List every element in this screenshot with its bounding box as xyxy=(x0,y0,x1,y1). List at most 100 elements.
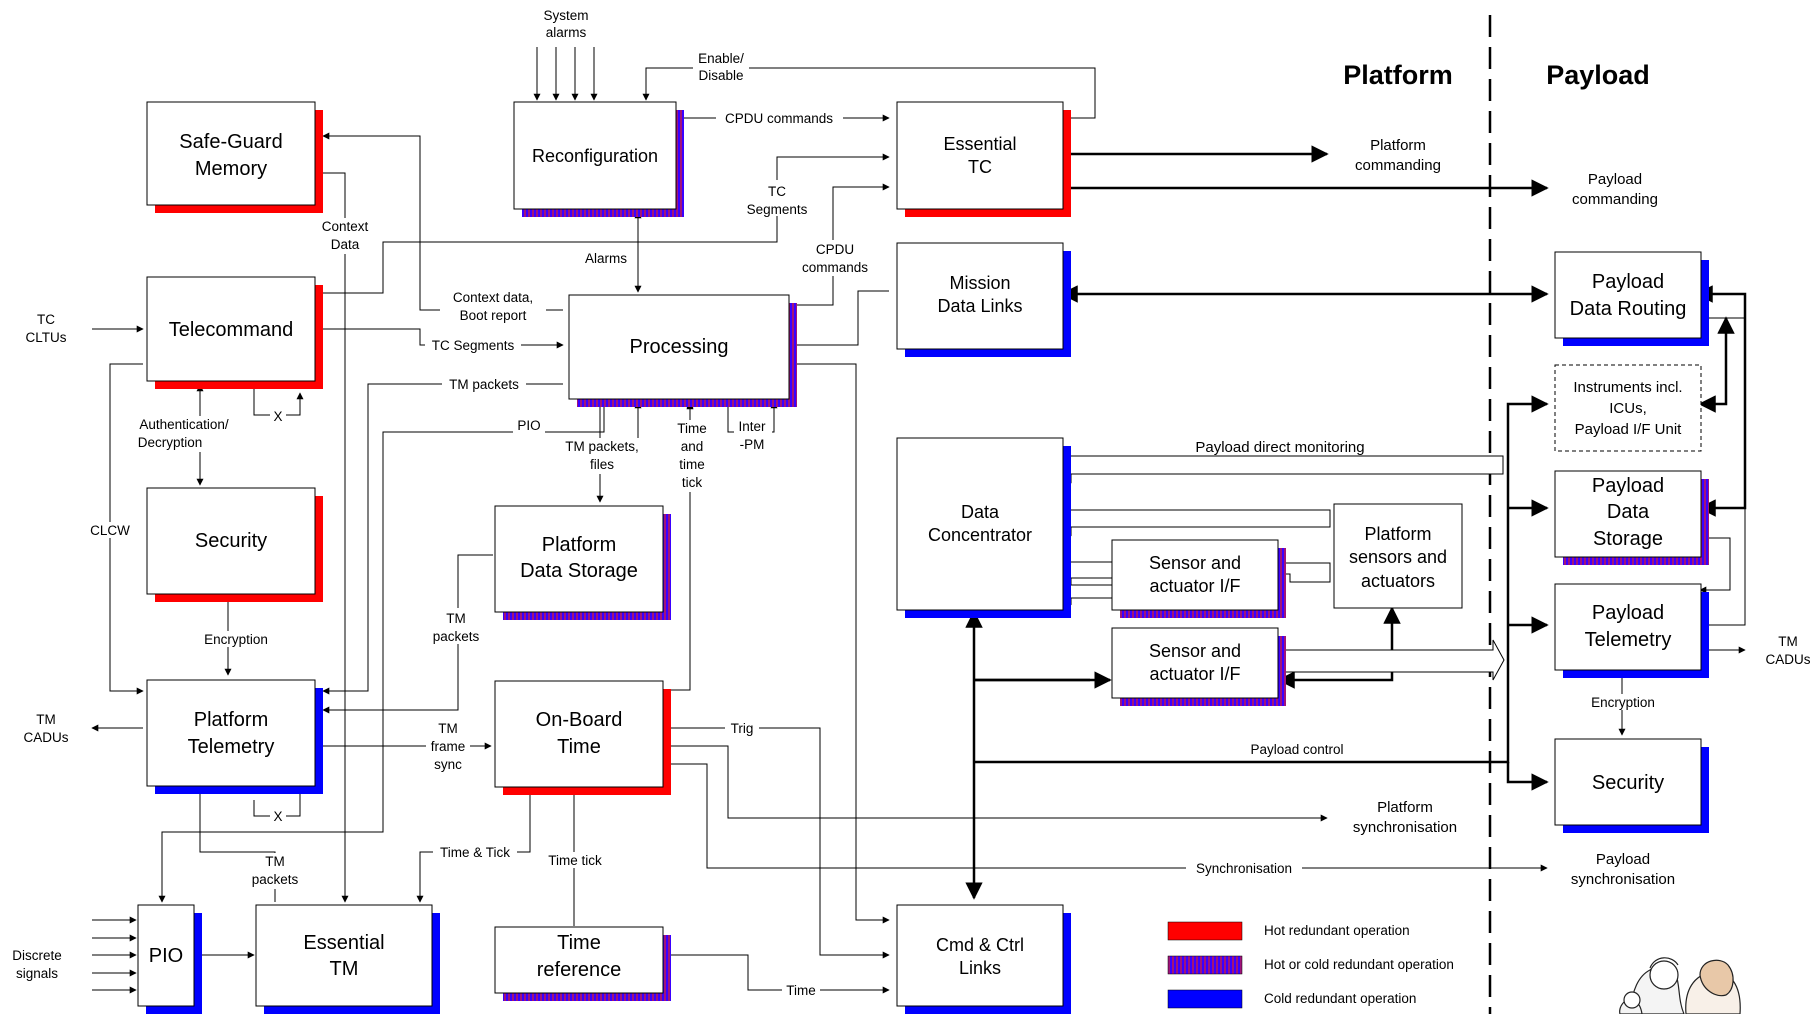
payload-data-storage-title-2: Data xyxy=(1607,501,1650,523)
label-tm-packets-files-1: TM packets, xyxy=(565,439,639,454)
label-tm-packets-bottom-2: packets xyxy=(252,872,299,887)
block-security-platform[interactable]: Security xyxy=(146,487,323,602)
block-security-payload[interactable]: Security xyxy=(1554,738,1709,833)
block-instruments[interactable]: Instruments incl. ICUs, Payload I/F Unit xyxy=(1554,364,1702,452)
label-time-tick: Time tick xyxy=(548,853,602,868)
block-essential-tm[interactable]: Essential TM xyxy=(255,904,440,1014)
telecommand-title: Telecommand xyxy=(169,319,294,341)
payload-telemetry-title-2: Telemetry xyxy=(1585,629,1672,651)
legend-label-hotcold: Hot or cold redundant operation xyxy=(1264,957,1454,972)
label-enable-disable-2: Disable xyxy=(698,68,743,83)
external-platform-commanding-1: Platform xyxy=(1370,137,1426,154)
label-tm-packets-left-2: packets xyxy=(433,629,480,644)
external-payload-commanding-2: commanding xyxy=(1572,191,1658,208)
label-auth-decrypt-1: Authentication/ xyxy=(139,417,229,432)
block-platform-sensors-actuators[interactable]: Platform sensors and actuators xyxy=(1333,503,1463,609)
label-cpdu-commands-mid-2: commands xyxy=(802,260,868,275)
data-concentrator-title-1: Data xyxy=(961,502,1000,522)
sensor-if-2-title-1: Sensor and xyxy=(1149,641,1241,661)
block-platform-telemetry[interactable]: Platform Telemetry xyxy=(146,679,323,794)
block-payload-data-routing[interactable]: Payload Data Routing xyxy=(1554,251,1709,346)
block-mission-data-links[interactable]: Mission Data Links xyxy=(896,242,1071,357)
essential-tm-title-1: Essential xyxy=(303,932,384,954)
label-alarms: Alarms xyxy=(585,251,627,266)
block-pio[interactable]: PIO xyxy=(137,904,202,1014)
payload-header: Payload xyxy=(1546,60,1650,90)
label-trig: Trig xyxy=(731,721,754,736)
block-essential-tc[interactable]: Essential TC xyxy=(896,101,1071,217)
connection-labels: System alarms Enable/ Disable CPDU comma… xyxy=(86,8,1664,998)
legend: Hot redundant operation Hot or cold redu… xyxy=(1167,921,1454,1009)
cmd-ctrl-links-title-2: Links xyxy=(959,958,1001,978)
time-reference-title-1: Time xyxy=(557,932,601,954)
payload-data-routing-title-2: Data Routing xyxy=(1570,298,1687,320)
block-sensor-actuator-if-2[interactable]: Sensor and actuator I/F xyxy=(1111,627,1286,706)
label-tm-packets-mid: TM packets xyxy=(449,377,519,392)
label-time-and-tick: Time & Tick xyxy=(440,845,510,860)
label-context-data-2: Data xyxy=(331,237,360,252)
payload-data-storage-title-3: Storage xyxy=(1593,528,1663,550)
label-inter-pm-1: Inter xyxy=(738,419,766,434)
block-telecommand[interactable]: Telecommand xyxy=(146,276,323,389)
label-context-data-1: Context xyxy=(322,219,369,234)
sensor-if-2-title-2: actuator I/F xyxy=(1149,664,1240,684)
block-payload-data-storage[interactable]: Payload Data Storage xyxy=(1554,470,1709,565)
safe-guard-memory-title-1: Safe-Guard xyxy=(179,131,282,153)
block-safe-guard-memory[interactable]: Safe-Guard Memory xyxy=(146,101,323,213)
label-tc-segments-mid: TC Segments xyxy=(432,338,515,353)
legend-label-cold: Cold redundant operation xyxy=(1264,991,1416,1006)
label-encryption-payload: Encryption xyxy=(1591,695,1655,710)
label-context-boot-2: Boot report xyxy=(460,308,527,323)
block-platform-data-storage[interactable]: Platform Data Storage xyxy=(494,505,671,620)
instruments-title-3: Payload I/F Unit xyxy=(1575,421,1683,438)
external-payload-synchronisation-2: synchronisation xyxy=(1571,871,1675,888)
on-board-time-title-2: Time xyxy=(557,736,601,758)
safe-guard-memory-title-2: Memory xyxy=(195,158,267,180)
legend-label-hot: Hot redundant operation xyxy=(1264,923,1410,938)
label-tm-frame-sync-2: frame xyxy=(431,739,466,754)
platform-data-storage-title-1: Platform xyxy=(542,534,616,556)
pio-title: PIO xyxy=(149,945,183,967)
connections xyxy=(91,47,1747,994)
block-data-concentrator[interactable]: Data Concentrator xyxy=(896,437,1071,618)
block-time-reference[interactable]: Time reference xyxy=(494,926,671,1001)
external-platform-synchronisation-1: Platform xyxy=(1377,799,1433,816)
block-payload-telemetry[interactable]: Payload Telemetry xyxy=(1554,583,1709,678)
legend-swatch-cold xyxy=(1167,989,1243,1009)
block-cmd-ctrl-links[interactable]: Cmd & Ctrl Links xyxy=(896,904,1071,1014)
label-context-boot-1: Context data, xyxy=(453,290,533,305)
block-on-board-time[interactable]: On-Board Time xyxy=(494,680,671,795)
external-tc-cltus-2: CLTUs xyxy=(25,330,66,345)
legend-swatch-hotcold xyxy=(1167,955,1243,975)
cmd-ctrl-links-title-1: Cmd & Ctrl xyxy=(936,935,1024,955)
label-encryption-platform: Encryption xyxy=(204,632,268,647)
instruments-title-2: ICUs, xyxy=(1609,400,1647,417)
label-time-tick-1: Time xyxy=(677,421,707,436)
platform-data-storage-title-2: Data Storage xyxy=(520,560,638,582)
external-labels: TC CLTUs TM CADUs Discrete signals Platf… xyxy=(12,137,1811,981)
cartoon-people-illustration xyxy=(1619,957,1741,1014)
label-tc-segments-upper-2: Segments xyxy=(747,202,808,217)
data-concentrator-title-2: Concentrator xyxy=(928,525,1032,545)
legend-swatch-hot xyxy=(1167,921,1243,941)
label-tm-frame-sync-1: TM xyxy=(438,721,458,736)
legend-item-hotcold: Hot or cold redundant operation xyxy=(1167,955,1454,975)
external-platform-synchronisation-2: synchronisation xyxy=(1353,819,1457,836)
label-system-alarms-2: alarms xyxy=(546,25,587,40)
block-processing[interactable]: Processing xyxy=(568,294,797,407)
label-synchronisation: Synchronisation xyxy=(1196,861,1292,876)
reconfiguration-title: Reconfiguration xyxy=(532,146,658,166)
instruments-title-1: Instruments incl. xyxy=(1573,379,1682,396)
payload-data-storage-title-1: Payload xyxy=(1592,475,1664,497)
label-time-tick-3: time xyxy=(679,457,705,472)
block-reconfiguration[interactable]: Reconfiguration xyxy=(513,101,684,217)
essential-tc-title-2: TC xyxy=(968,157,992,177)
platform-telemetry-title-1: Platform xyxy=(194,709,268,731)
label-x-lower: X xyxy=(273,809,282,824)
essential-tm-title-2: TM xyxy=(330,958,359,980)
label-pio: PIO xyxy=(517,418,540,433)
external-payload-synchronisation-1: Payload xyxy=(1596,851,1650,868)
block-sensor-actuator-if-1[interactable]: Sensor and actuator I/F xyxy=(1111,539,1286,618)
external-tm-cadus-left-1: TM xyxy=(36,712,56,727)
